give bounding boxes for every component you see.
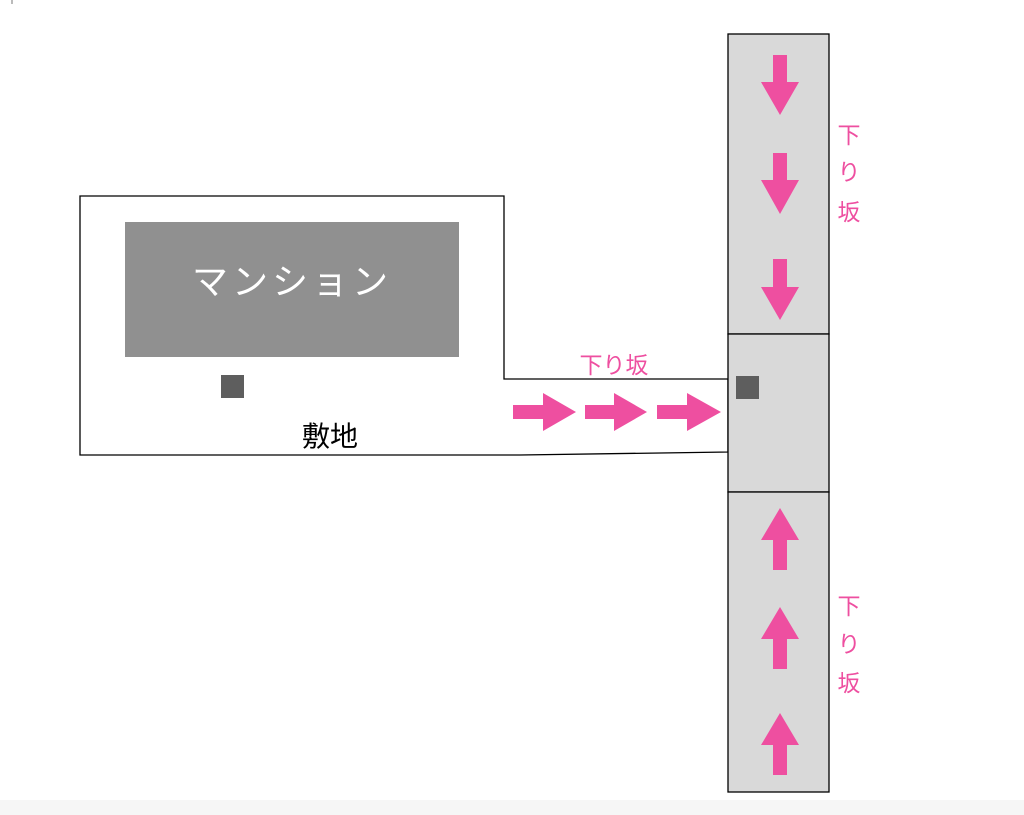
arrow-down-icon [761, 55, 799, 115]
arrow-up-icon [761, 508, 799, 570]
bottom-strip [0, 800, 1024, 815]
site-marker [221, 375, 244, 398]
driveway-slope-label: 下り坂 [580, 353, 649, 379]
arrow-down-icon [761, 153, 799, 214]
site-label: 敷地 [302, 420, 358, 453]
arrow-right-icon [585, 393, 647, 431]
lower-slope-char-1: 下 [838, 594, 861, 620]
mansion-label: マンション [192, 262, 392, 303]
arrow-down-icon [761, 259, 799, 320]
mansion-building [125, 222, 459, 357]
lower-slope-char-2: り [838, 632, 861, 658]
upper-slope-char-2: り [838, 160, 861, 186]
upper-slope-char-3: 坂 [838, 200, 861, 226]
arrow-right-icon [513, 393, 576, 431]
road-junction-segment [727, 333, 830, 493]
arrow-right-icon [657, 393, 721, 431]
upper-slope-char-1: 下 [838, 123, 861, 149]
arrow-up-icon [761, 713, 799, 775]
arrow-up-icon [761, 607, 799, 669]
road-marker [736, 376, 759, 399]
lower-slope-char-3: 坂 [838, 671, 861, 697]
